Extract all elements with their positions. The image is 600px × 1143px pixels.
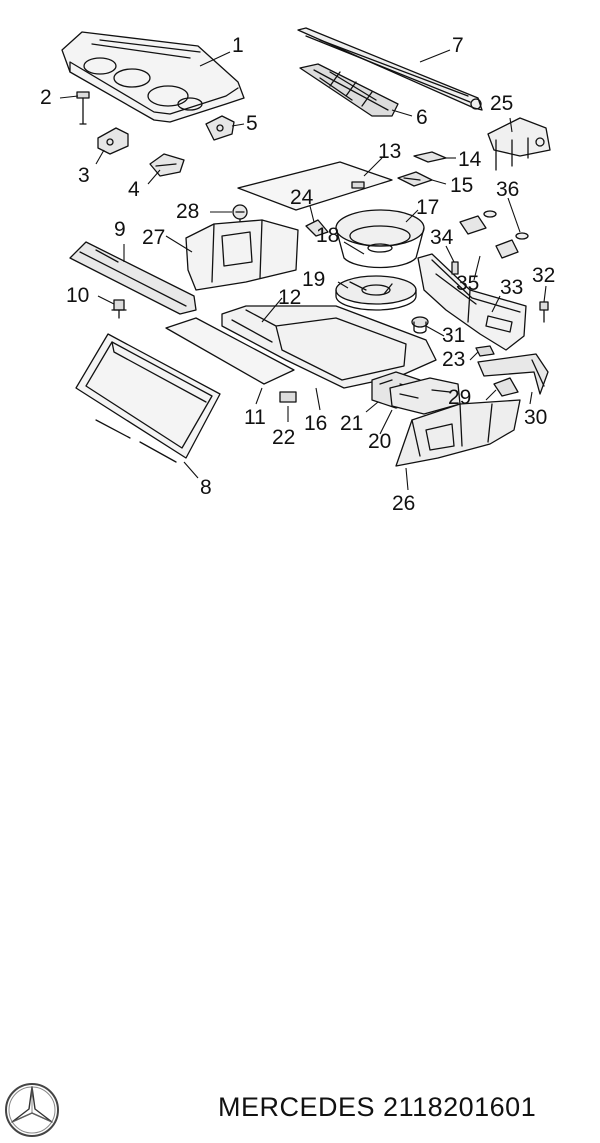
callout-20: 20 [368, 430, 391, 453]
callout-21: 21 [340, 412, 363, 435]
part-36-bulb [483, 210, 529, 240]
exploded-view: 1 2 3 4 5 6 7 8 9 10 11 12 13 14 15 16 1… [40, 27, 555, 515]
callout-32: 32 [532, 264, 555, 287]
part-19-foam-insert [335, 275, 417, 311]
part-32-fastener [539, 301, 549, 323]
part-13-floor-mat [237, 161, 393, 211]
callout-24: 24 [290, 186, 314, 209]
part-11-floor-panel [165, 317, 295, 385]
part-5-bracket [205, 115, 235, 141]
callout-19: 19 [302, 268, 325, 291]
footer: MERCEDES 2118201601 [0, 540, 600, 1137]
callout-30: 30 [524, 406, 547, 429]
part-14-pad [413, 151, 447, 163]
part-2-clip [76, 91, 90, 125]
callout-27: 27 [142, 226, 165, 249]
callout-13: 13 [378, 140, 401, 163]
callout-2: 2 [40, 86, 52, 109]
part-23-pad [475, 345, 495, 357]
part-1-parcel-shelf [61, 31, 245, 123]
part-10-clip [111, 299, 127, 319]
part-34-clip [451, 261, 459, 275]
part-31-grommet [411, 316, 429, 334]
part-29-bracket [493, 377, 519, 397]
part-6-net [299, 63, 399, 117]
part-26-side-trim [395, 399, 521, 467]
callout-22: 22 [272, 426, 295, 449]
callout-15: 15 [450, 174, 473, 197]
part-number: 2118201601 [383, 1092, 537, 1122]
callout-25: 25 [490, 92, 513, 115]
callout-12: 12 [278, 286, 301, 309]
callout-1: 1 [232, 34, 244, 57]
brand-part-label: MERCEDES 2118201601 [218, 1092, 536, 1123]
leader-lines [59, 49, 547, 491]
part-15-pad [397, 171, 433, 187]
callout-11: 11 [244, 406, 266, 429]
callout-8: 8 [200, 476, 212, 499]
callout-10: 10 [66, 284, 89, 307]
part-30-trim-strip [477, 353, 549, 395]
callout-5: 5 [246, 112, 258, 135]
callout-17: 17 [416, 196, 439, 219]
part-35-lamp [459, 215, 519, 259]
callout-9: 9 [114, 218, 126, 241]
callout-6: 6 [416, 106, 428, 129]
part-4-bracket [149, 153, 185, 177]
part-3-bracket [97, 127, 129, 155]
callout-36: 36 [496, 178, 519, 201]
mercedes-star-icon [4, 1082, 60, 1138]
callout-3: 3 [78, 164, 90, 187]
part-22-clip [279, 391, 297, 403]
callout-14: 14 [458, 148, 482, 171]
callout-34: 34 [430, 226, 454, 249]
callout-26: 26 [392, 492, 415, 515]
callout-29: 29 [448, 386, 471, 409]
part-27-side-trim [185, 219, 299, 291]
part-33-side-trim [417, 253, 527, 351]
callout-35: 35 [456, 272, 479, 295]
part-7-cover-roller [297, 27, 483, 111]
callout-28: 28 [176, 200, 199, 223]
parts-diagram: 1 2 3 4 5 6 7 8 9 10 11 12 13 14 15 16 1… [40, 27, 555, 515]
callout-31: 31 [442, 324, 465, 347]
callout-23: 23 [442, 348, 465, 371]
part-17-wheel-well [335, 209, 425, 269]
callout-numbers: 1 2 3 4 5 6 7 8 9 10 11 12 13 14 15 16 1… [40, 34, 555, 515]
part-16-trunk-tub [221, 305, 437, 389]
callout-33: 33 [500, 276, 523, 299]
brand-name: MERCEDES [218, 1092, 376, 1122]
part-8-partition [75, 333, 221, 463]
part-9-sill-cover [69, 241, 197, 315]
callout-7: 7 [452, 34, 464, 57]
callout-4: 4 [128, 178, 140, 201]
callout-16: 16 [304, 412, 327, 435]
callout-18: 18 [316, 224, 339, 247]
part-25-bracket [487, 117, 551, 171]
